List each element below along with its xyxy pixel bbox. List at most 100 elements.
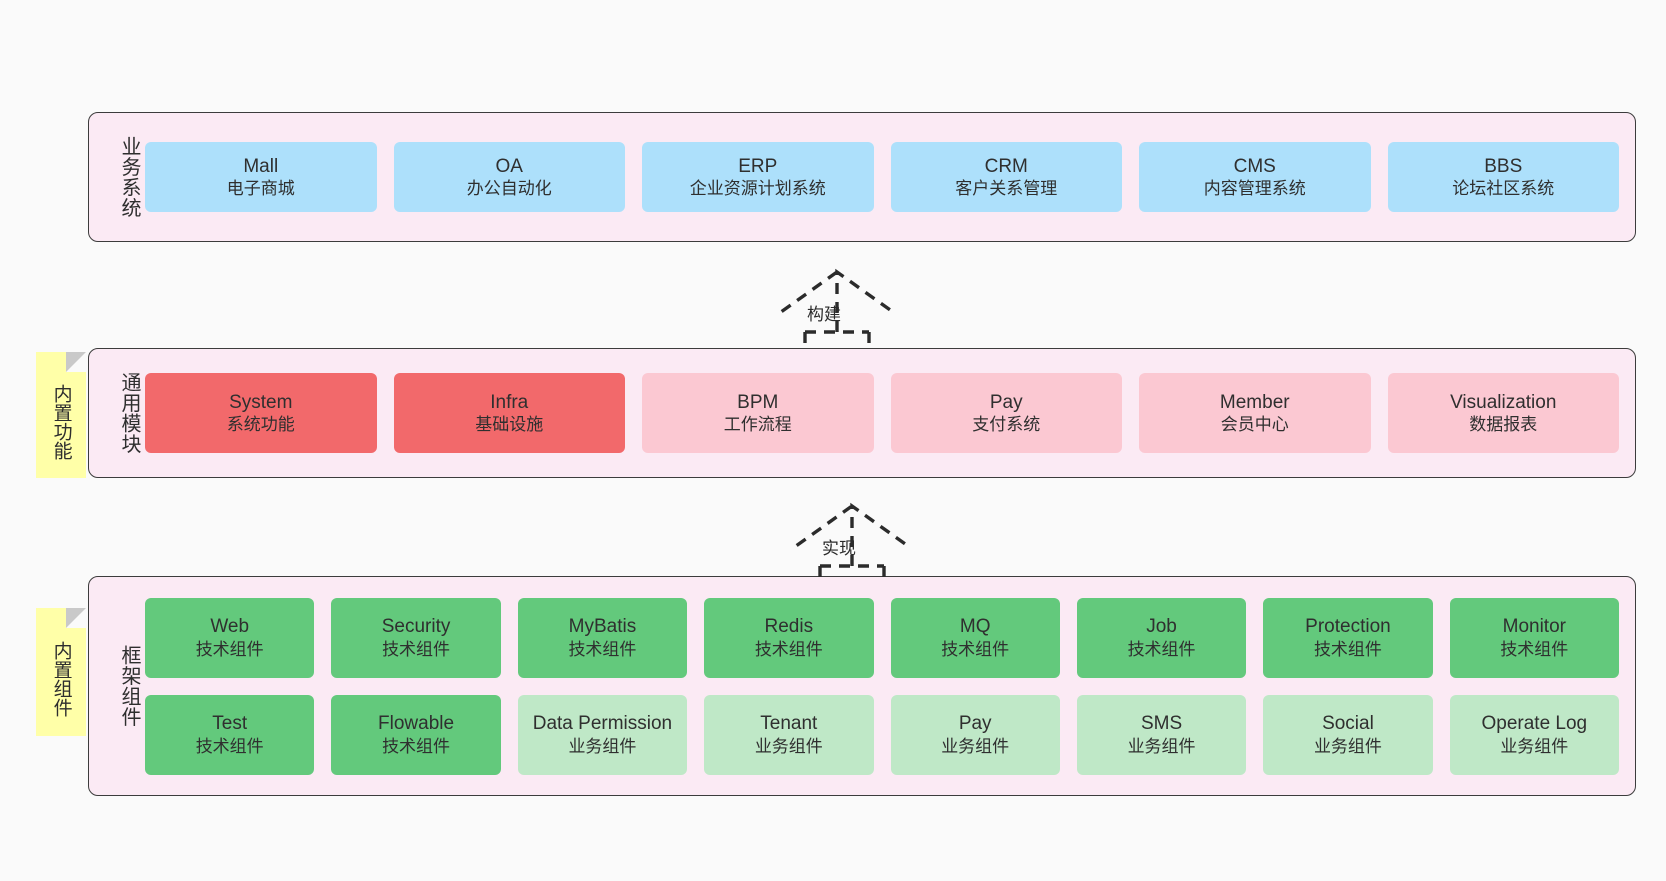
layer-common-modules[interactable]: 通用模块 System 系统功能 Infra 基础设施 BPM 工作流程 Pay…: [88, 348, 1636, 478]
card-subtitle: 电子商城: [226, 179, 295, 199]
module-card-member[interactable]: Member 会员中心: [1139, 373, 1371, 453]
card-title: Operate Log: [1481, 713, 1588, 735]
card-subtitle: 技术组件: [1500, 639, 1569, 659]
card-subtitle: 会员中心: [1220, 415, 1289, 435]
layer-title-framework: 框架组件: [118, 645, 140, 727]
card-title: CMS: [1233, 155, 1276, 177]
layer-body-common: System 系统功能 Infra 基础设施 BPM 工作流程 Pay 支付系统…: [139, 349, 1635, 477]
card-title: Web: [210, 616, 250, 638]
connector-build: 构建: [745, 254, 925, 346]
layer-body-framework: Web 技术组件 Security 技术组件 MyBatis 技术组件 Redi…: [139, 577, 1635, 795]
component-card-social[interactable]: Social 业务组件: [1263, 694, 1433, 775]
card-row: Mall 电子商城 OA 办公自动化 ERP 企业资源计划系统 CRM 客户关系…: [145, 142, 1619, 212]
card-subtitle: 客户关系管理: [955, 179, 1058, 199]
card-subtitle: 技术组件: [941, 639, 1010, 659]
component-card-data-permission[interactable]: Data Permission 业务组件: [517, 694, 688, 775]
module-card-crm[interactable]: CRM 客户关系管理: [890, 142, 1122, 212]
card-title: BPM: [737, 391, 779, 413]
module-card-infra[interactable]: Infra 基础设施: [393, 373, 625, 453]
card-subtitle: 业务组件: [941, 736, 1010, 756]
component-card-operate-log[interactable]: Operate Log 业务组件: [1449, 694, 1619, 775]
connector-implement: 实现: [760, 488, 940, 580]
card-subtitle: 业务组件: [1313, 736, 1382, 756]
card-title: ERP: [738, 155, 778, 177]
component-card-web[interactable]: Web 技术组件: [145, 597, 315, 678]
dashed-hollow-arrow-icon: [795, 502, 909, 580]
card-title: Security: [381, 616, 451, 638]
module-card-bpm[interactable]: BPM 工作流程: [642, 373, 874, 453]
card-title: Visualization: [1450, 391, 1557, 413]
card-row: Web 技术组件 Security 技术组件 MyBatis 技术组件 Redi…: [145, 597, 1619, 678]
card-subtitle: 技术组件: [568, 639, 637, 659]
component-card-security[interactable]: Security 技术组件: [331, 597, 501, 678]
component-card-mq[interactable]: MQ 技术组件: [890, 597, 1060, 678]
note-label: 内置组件: [50, 641, 72, 717]
component-card-tenant[interactable]: Tenant 业务组件: [704, 694, 874, 775]
card-subtitle: 技术组件: [195, 639, 264, 659]
layer-business-systems[interactable]: 业务系统 Mall 电子商城 OA 办公自动化 ERP 企业资源计划系统 CRM…: [88, 112, 1636, 242]
card-subtitle: 业务组件: [1500, 736, 1569, 756]
module-card-mall[interactable]: Mall 电子商城: [145, 142, 377, 212]
layer-title-business: 业务系统: [118, 136, 140, 218]
module-card-cms[interactable]: CMS 内容管理系统: [1139, 142, 1371, 212]
module-card-system[interactable]: System 系统功能: [145, 373, 377, 453]
card-subtitle: 数据报表: [1469, 415, 1538, 435]
dashed-hollow-arrow-icon: [780, 268, 894, 346]
component-card-monitor[interactable]: Monitor 技术组件: [1449, 597, 1619, 678]
card-title: Infra: [490, 391, 529, 413]
card-title: MQ: [959, 616, 991, 638]
card-subtitle: 业务组件: [754, 736, 823, 756]
card-title: Job: [1146, 616, 1177, 638]
card-title: Protection: [1305, 616, 1391, 638]
card-subtitle: 办公自动化: [466, 179, 552, 199]
module-card-oa[interactable]: OA 办公自动化: [393, 142, 625, 212]
card-subtitle: 支付系统: [972, 415, 1041, 435]
component-card-protection[interactable]: Protection 技术组件: [1263, 597, 1433, 678]
note-label: 内置功能: [50, 384, 72, 460]
card-title: Pay: [958, 713, 992, 735]
component-card-flowable[interactable]: Flowable 技术组件: [331, 694, 501, 775]
card-row: Test 技术组件 Flowable 技术组件 Data Permission …: [145, 694, 1619, 775]
module-card-erp[interactable]: ERP 企业资源计划系统: [642, 142, 874, 212]
card-title: Mall: [243, 155, 279, 177]
card-title: CRM: [984, 155, 1028, 177]
card-title: SMS: [1140, 713, 1183, 735]
component-card-mybatis[interactable]: MyBatis 技术组件: [517, 597, 688, 678]
module-card-visualization[interactable]: Visualization 数据报表: [1387, 373, 1619, 453]
connector-label-build: 构建: [807, 305, 841, 324]
card-row: System 系统功能 Infra 基础设施 BPM 工作流程 Pay 支付系统…: [145, 373, 1619, 453]
note-builtin-components[interactable]: 内置组件: [36, 608, 86, 736]
layer-framework-components[interactable]: 框架组件 Web 技术组件 Security 技术组件 MyBatis 技术组件…: [88, 576, 1636, 796]
card-title: Test: [212, 713, 248, 735]
card-title: Data Permission: [532, 713, 673, 735]
card-subtitle: 技术组件: [382, 736, 451, 756]
component-card-job[interactable]: Job 技术组件: [1076, 597, 1247, 678]
card-subtitle: 系统功能: [226, 415, 295, 435]
card-subtitle: 技术组件: [754, 639, 823, 659]
card-title: Redis: [764, 616, 814, 638]
module-card-bbs[interactable]: BBS 论坛社区系统: [1387, 142, 1619, 212]
card-title: System: [229, 391, 293, 413]
card-title: Flowable: [378, 713, 455, 735]
card-title: BBS: [1484, 155, 1523, 177]
card-title: Social: [1322, 713, 1374, 735]
card-title: Member: [1219, 391, 1290, 413]
component-card-pay[interactable]: Pay 业务组件: [890, 694, 1060, 775]
component-card-redis[interactable]: Redis 技术组件: [704, 597, 874, 678]
card-subtitle: 企业资源计划系统: [689, 179, 826, 199]
layer-title-common: 通用模块: [118, 372, 140, 454]
card-title: Pay: [989, 391, 1023, 413]
card-subtitle: 工作流程: [723, 415, 792, 435]
card-title: MyBatis: [568, 616, 637, 638]
card-subtitle: 技术组件: [382, 639, 451, 659]
card-subtitle: 技术组件: [195, 736, 264, 756]
note-builtin-features[interactable]: 内置功能: [36, 352, 86, 478]
card-title: Tenant: [760, 713, 818, 735]
component-card-sms[interactable]: SMS 业务组件: [1076, 694, 1247, 775]
card-subtitle: 业务组件: [568, 736, 637, 756]
module-card-pay[interactable]: Pay 支付系统: [890, 373, 1122, 453]
card-title: Monitor: [1502, 616, 1566, 638]
component-card-test[interactable]: Test 技术组件: [145, 694, 315, 775]
card-subtitle: 内容管理系统: [1203, 179, 1306, 199]
